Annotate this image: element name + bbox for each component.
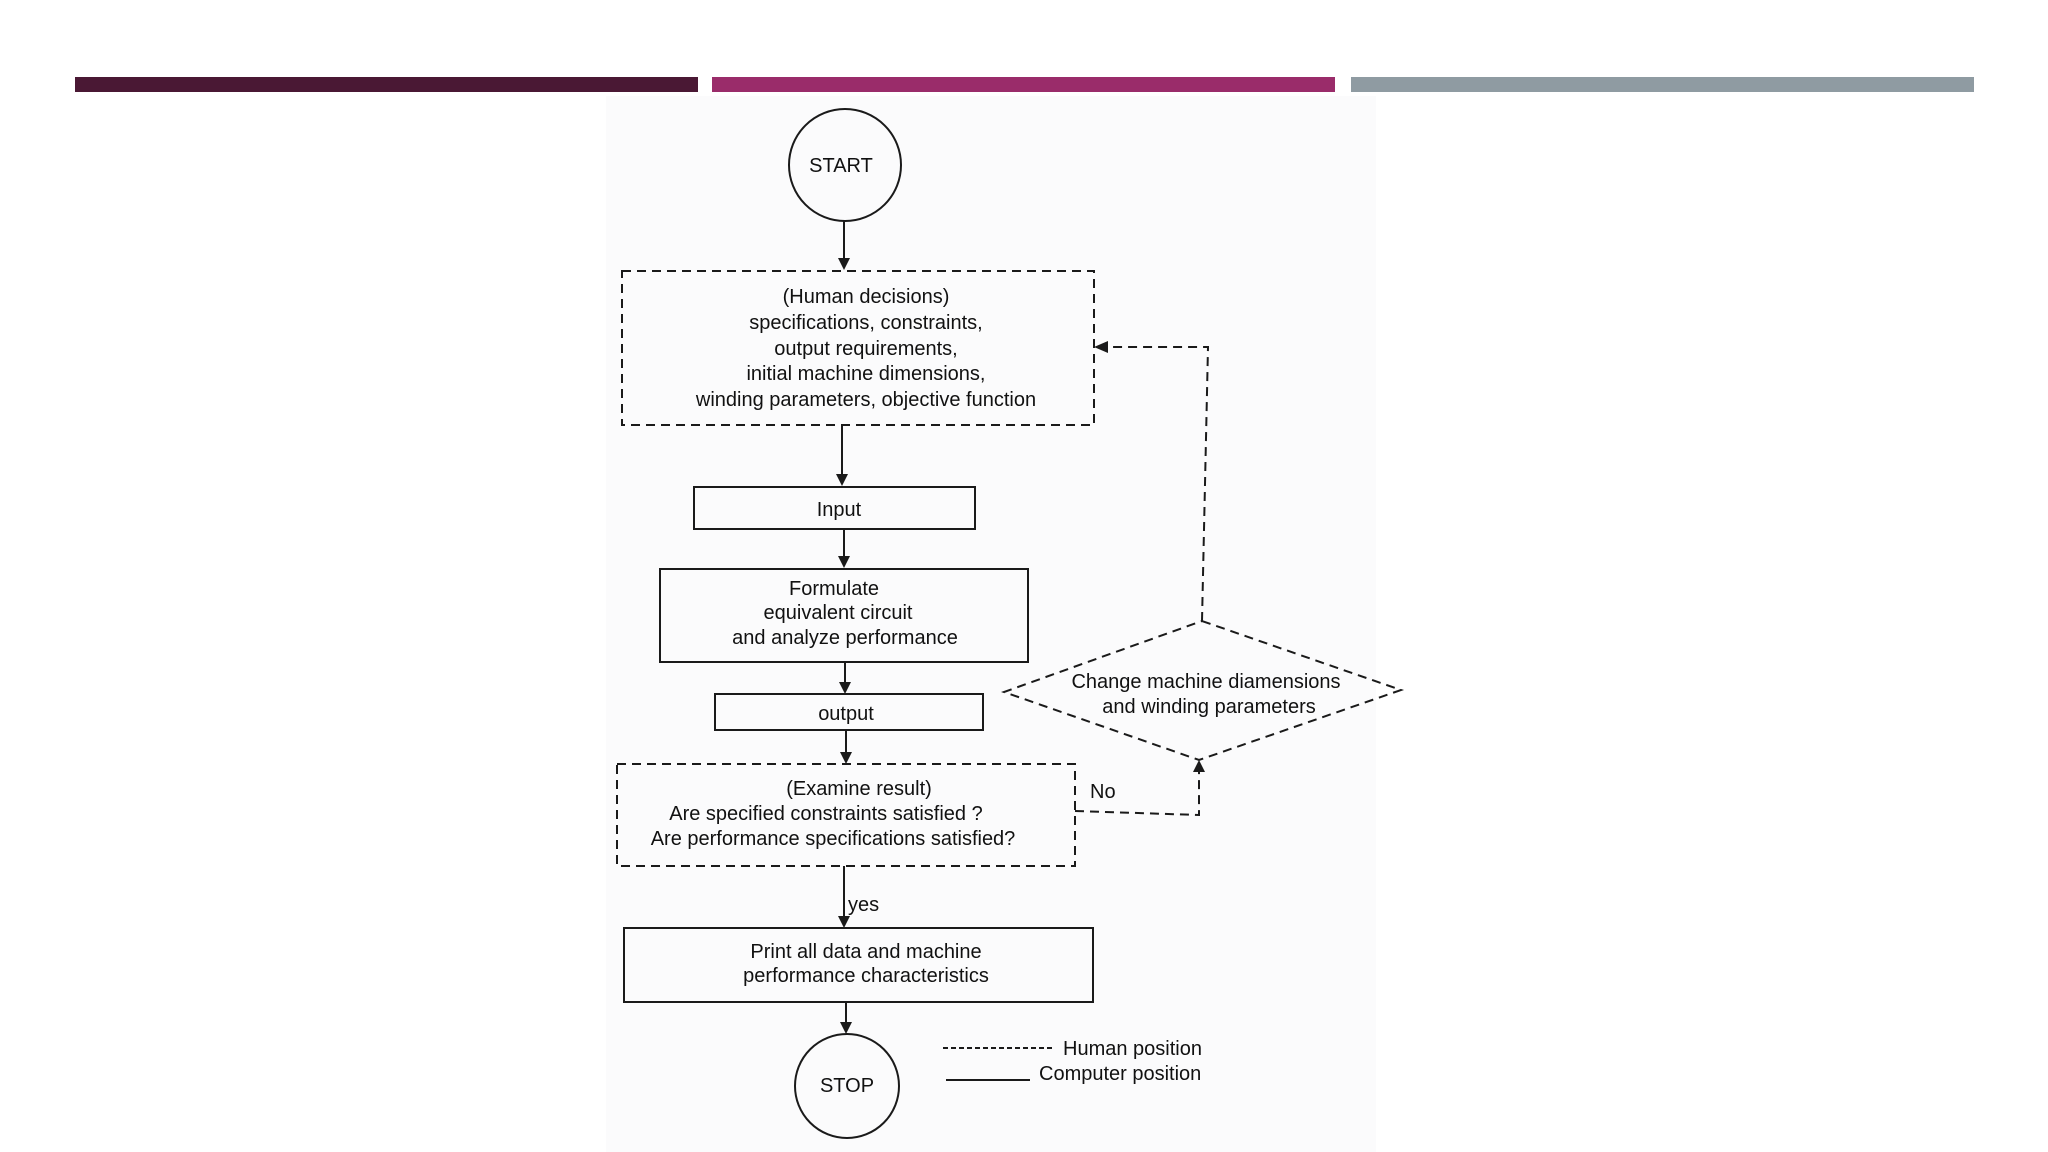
arrowhead xyxy=(840,752,852,764)
input-box: Input xyxy=(693,486,976,530)
arrowhead xyxy=(840,1022,852,1034)
change-parameters-diamond: Change machine diamensions and winding p… xyxy=(1001,619,1405,762)
formulate-line-3: and analyze performance xyxy=(732,627,958,649)
connector-change-to-decisions xyxy=(1106,346,1210,622)
formulate-line-2: equivalent circuit xyxy=(764,602,913,624)
arrowhead xyxy=(1094,341,1108,353)
legend-computer-label: Computer position xyxy=(1039,1063,1201,1085)
input-label: Input xyxy=(817,499,862,521)
arrowhead xyxy=(838,258,850,270)
human-decisions-line-1: (Human decisions) xyxy=(783,286,950,308)
stop-node: STOP xyxy=(794,1033,900,1139)
print-box: Print all data and machine performance c… xyxy=(623,927,1094,1003)
header-bar-magenta xyxy=(712,77,1335,92)
start-node: START xyxy=(788,108,902,222)
legend: Human position Computer position xyxy=(943,1038,1202,1085)
examine-line-3: Are performance specifications satisfied… xyxy=(651,828,1016,850)
arrowhead xyxy=(1193,760,1205,772)
change-line-2: and winding parameters xyxy=(1102,696,1315,718)
arrowhead xyxy=(838,916,850,928)
output-box: output xyxy=(714,693,984,731)
arrowhead xyxy=(836,474,848,486)
header-bar-dark-plum xyxy=(75,77,698,92)
print-line-1: Print all data and machine xyxy=(750,941,981,963)
arrowhead xyxy=(839,682,851,694)
examine-line-2: Are specified constraints satisfied ? xyxy=(669,803,983,825)
formulate-box: Formulate equivalent circuit and analyze… xyxy=(659,568,1029,663)
human-decisions-box: (Human decisions) specifications, constr… xyxy=(621,270,1095,426)
formulate-line-1: Formulate xyxy=(789,578,879,600)
print-line-2: performance characteristics xyxy=(743,965,989,987)
change-line-1: Change machine diamensions xyxy=(1071,671,1340,693)
human-decisions-line-3: output requirements, xyxy=(774,338,957,360)
examine-result-box: (Examine result) Are specified constrain… xyxy=(616,763,1076,867)
connector-no-to-change xyxy=(1074,768,1200,817)
no-label: No xyxy=(1090,781,1116,803)
legend-human-label: Human position xyxy=(1063,1038,1202,1060)
start-label: START xyxy=(809,155,873,177)
examine-line-1: (Examine result) xyxy=(786,778,932,800)
header-bar-gray xyxy=(1351,77,1974,92)
human-decisions-line-5: winding parameters, objective function xyxy=(695,389,1036,411)
arrowhead xyxy=(838,556,850,568)
output-label: output xyxy=(818,703,874,725)
human-decisions-line-4: initial machine dimensions, xyxy=(746,363,985,385)
yes-label: yes xyxy=(848,894,879,916)
human-decisions-line-2: specifications, constraints, xyxy=(749,312,982,334)
stop-label: STOP xyxy=(820,1075,874,1097)
